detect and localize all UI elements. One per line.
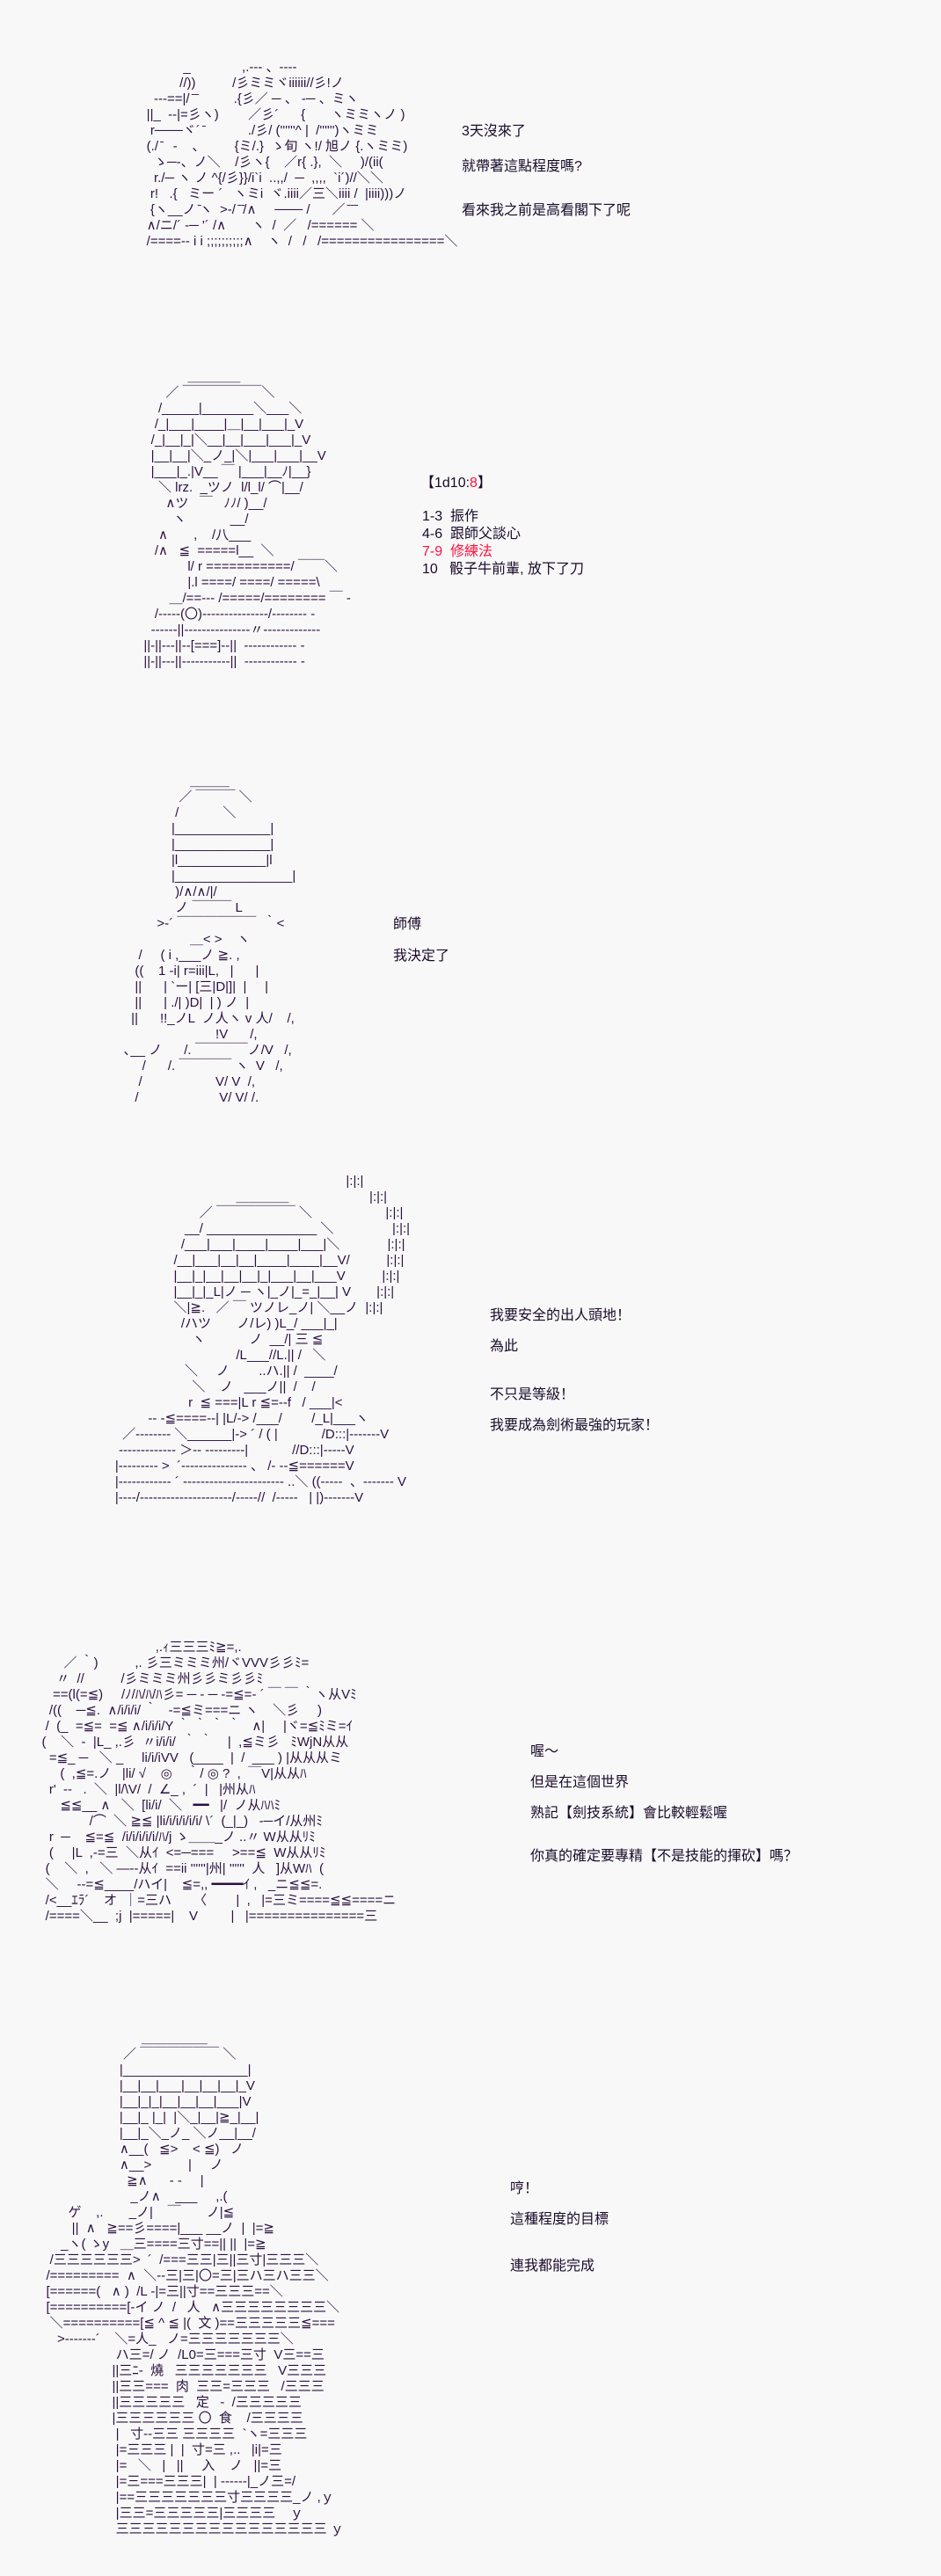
dialogue-line: 但是在這個世界 [530, 1775, 630, 1790]
option-text: 振作 [450, 509, 479, 524]
dialogue-line: 連我都能完成 [510, 2259, 595, 2274]
roll-option: 4-6 跟師父談心 [422, 526, 521, 543]
dialogue-line: 我要安全的出人頭地！ [490, 1308, 631, 1323]
roll-value: 8 [470, 476, 478, 491]
dialogue-line: 就帶著這點程度嗎? [462, 159, 582, 174]
dialogue-line: 看來我之前是高看閣下了呢 [462, 203, 631, 218]
dice-roll-result: 【1d10:8】 [420, 475, 492, 492]
option-range: 7-9 [422, 544, 443, 559]
option-text: 跟師父談心 [450, 527, 522, 542]
option-range: 1-3 [422, 509, 443, 524]
ascii-art-character: ＿＿＿＿ ／ ￣￣￣￣￣￣＼ /_____|_______＼___＼ /_|__… [143, 369, 351, 669]
dialogue-line: 這種程度的目標 [510, 2212, 609, 2227]
dialogue-line: 師傅 [393, 917, 422, 932]
ascii-art-characters: ,.ｨ三三三ﾐ≧=,. ／ ｀) ,. 彡三ミミミ州/ヾVVV彡彡ﾐ= 〃 //… [41, 1640, 397, 1924]
roll-suffix: 】 [477, 476, 492, 491]
ascii-art-character: _ ,.--- 、---- //)) /彡ミミヾiiiiii//彡!ノ ---=… [146, 60, 458, 249]
dialogue-line: 我要成為劍術最強的玩家！ [490, 1418, 660, 1433]
roll-prefix: 【1d10: [420, 476, 470, 491]
option-range: 4-6 [422, 527, 443, 542]
ascii-art-character: ＿＿＿ ／ ￣￣￣ ＼ / ＼ |_____________| |_______… [123, 774, 296, 1105]
option-range: 10 [422, 562, 438, 577]
dialogue-line: 為此 [490, 1339, 519, 1354]
ascii-art-character: |:|:| ＿＿＿＿ |:|:| ／ ￣￣￣￣￣￣ ＼ |:|:| __/ __… [114, 1174, 411, 1505]
ascii-art-character: ＿＿＿＿＿ ／ ￣￣￣￣￣￣ ＼ |_________________| |__… [46, 2031, 344, 2536]
dialogue-line: 喔〜 [530, 1744, 559, 1759]
dialogue-line: 我決定了 [393, 949, 450, 964]
dialogue-line: 不只是等級！ [490, 1387, 575, 1402]
option-text: 骰子牛前輩, 放下了刀 [449, 562, 585, 577]
dialogue-line: 3天沒來了 [462, 124, 526, 139]
option-text: 修練法 [450, 544, 493, 559]
dialogue-line: 哼！ [510, 2181, 539, 2196]
roll-option: 10 骰子牛前輩, 放下了刀 [422, 561, 584, 579]
roll-option: 1-3 振作 [422, 508, 478, 526]
dialogue-line: 熟記【劍技系統】會比較輕鬆喔 [530, 1806, 728, 1821]
roll-option-selected: 7-9 修練法 [422, 543, 492, 561]
dialogue-line: 你真的確定要專精【不是技能的揮砍】嗎？ [530, 1849, 799, 1864]
